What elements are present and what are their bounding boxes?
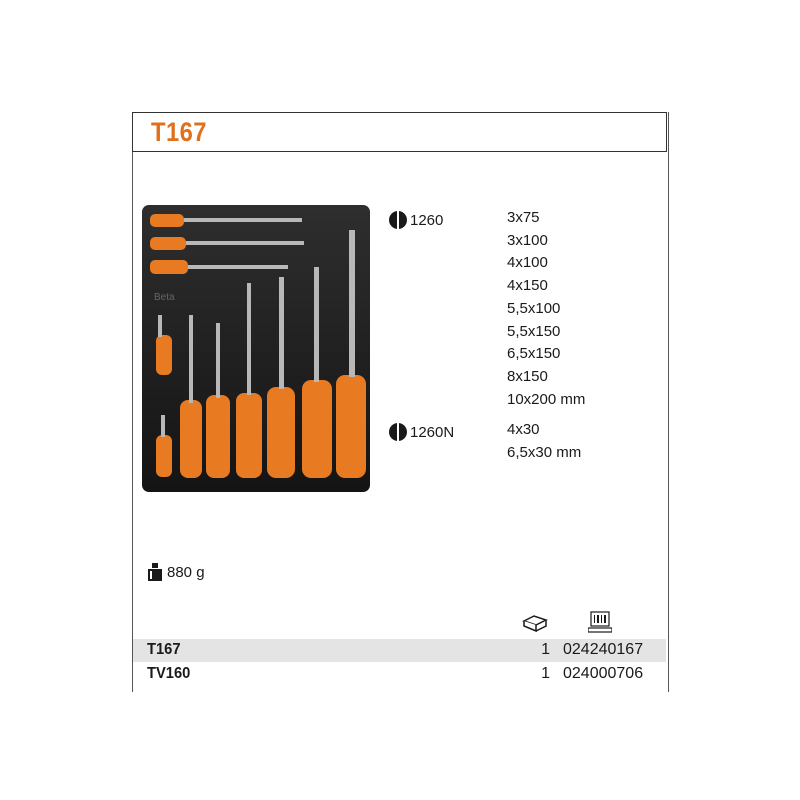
weight-icon bbox=[148, 563, 162, 581]
size-item: 6,5x30 mm bbox=[507, 443, 582, 461]
size-item: 3x75 bbox=[507, 209, 540, 226]
article-code: T167 bbox=[147, 641, 181, 658]
size-item: 4x150 bbox=[507, 277, 548, 295]
quantity: 1 bbox=[541, 665, 550, 682]
ean-code: 024240167 bbox=[563, 641, 644, 658]
group-1260N-sizes: 4x30 6,5x30 mm bbox=[507, 419, 581, 464]
product-sheet bbox=[132, 112, 669, 692]
group-1260-code: 1260 bbox=[388, 210, 443, 230]
short-screwdrivers bbox=[150, 214, 304, 274]
size-item: 5,5x150 bbox=[507, 322, 561, 340]
ean-code: 024000706 bbox=[563, 665, 644, 682]
quantity: 1 bbox=[541, 641, 550, 658]
page-title: T167 bbox=[151, 117, 207, 147]
size-item: 10x200 mm bbox=[507, 390, 586, 408]
article-code: TV160 bbox=[147, 665, 191, 682]
group-1260N-code: 1260N bbox=[388, 422, 454, 442]
size-item: 6,5x150 bbox=[507, 345, 561, 363]
barcode-icon bbox=[588, 611, 612, 633]
product-photo: Beta bbox=[142, 205, 370, 492]
svg-text:Beta: Beta bbox=[154, 292, 175, 303]
slotted-tip-icon bbox=[389, 422, 407, 442]
table-row: TV160 1 024000706 bbox=[133, 663, 666, 686]
size-item: 4x100 bbox=[507, 254, 548, 272]
size-item: 5,5x100 bbox=[507, 299, 561, 317]
size-item: 8x150 bbox=[507, 367, 548, 385]
size-item: 3x100 bbox=[507, 231, 548, 249]
box-icon bbox=[522, 615, 548, 633]
weight: 880 g bbox=[148, 563, 205, 581]
slotted-tip-icon bbox=[389, 210, 407, 230]
size-item: 4x30 bbox=[507, 421, 540, 438]
long-screwdrivers bbox=[156, 230, 366, 478]
title-box: T167 bbox=[132, 112, 667, 152]
table-row: T167 1 024240167 bbox=[133, 639, 666, 662]
group-1260-sizes: 3x75 3x100 4x100 4x150 5,5x100 5,5x150 6… bbox=[507, 207, 585, 411]
